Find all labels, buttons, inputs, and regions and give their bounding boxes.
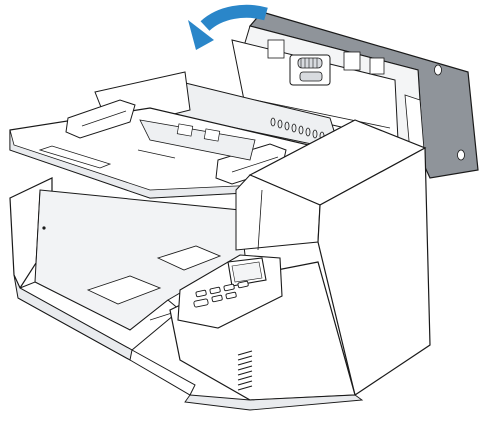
- vent-grille: [237, 350, 253, 391]
- control-panel: [177, 254, 283, 329]
- curved-open-arrow-icon: [188, 4, 268, 50]
- scanner-body: [9, 177, 246, 396]
- start-button-icon: [193, 291, 237, 308]
- panel-button-icon: [195, 280, 249, 298]
- right-tower: [169, 119, 431, 411]
- roller-icon: [297, 57, 323, 69]
